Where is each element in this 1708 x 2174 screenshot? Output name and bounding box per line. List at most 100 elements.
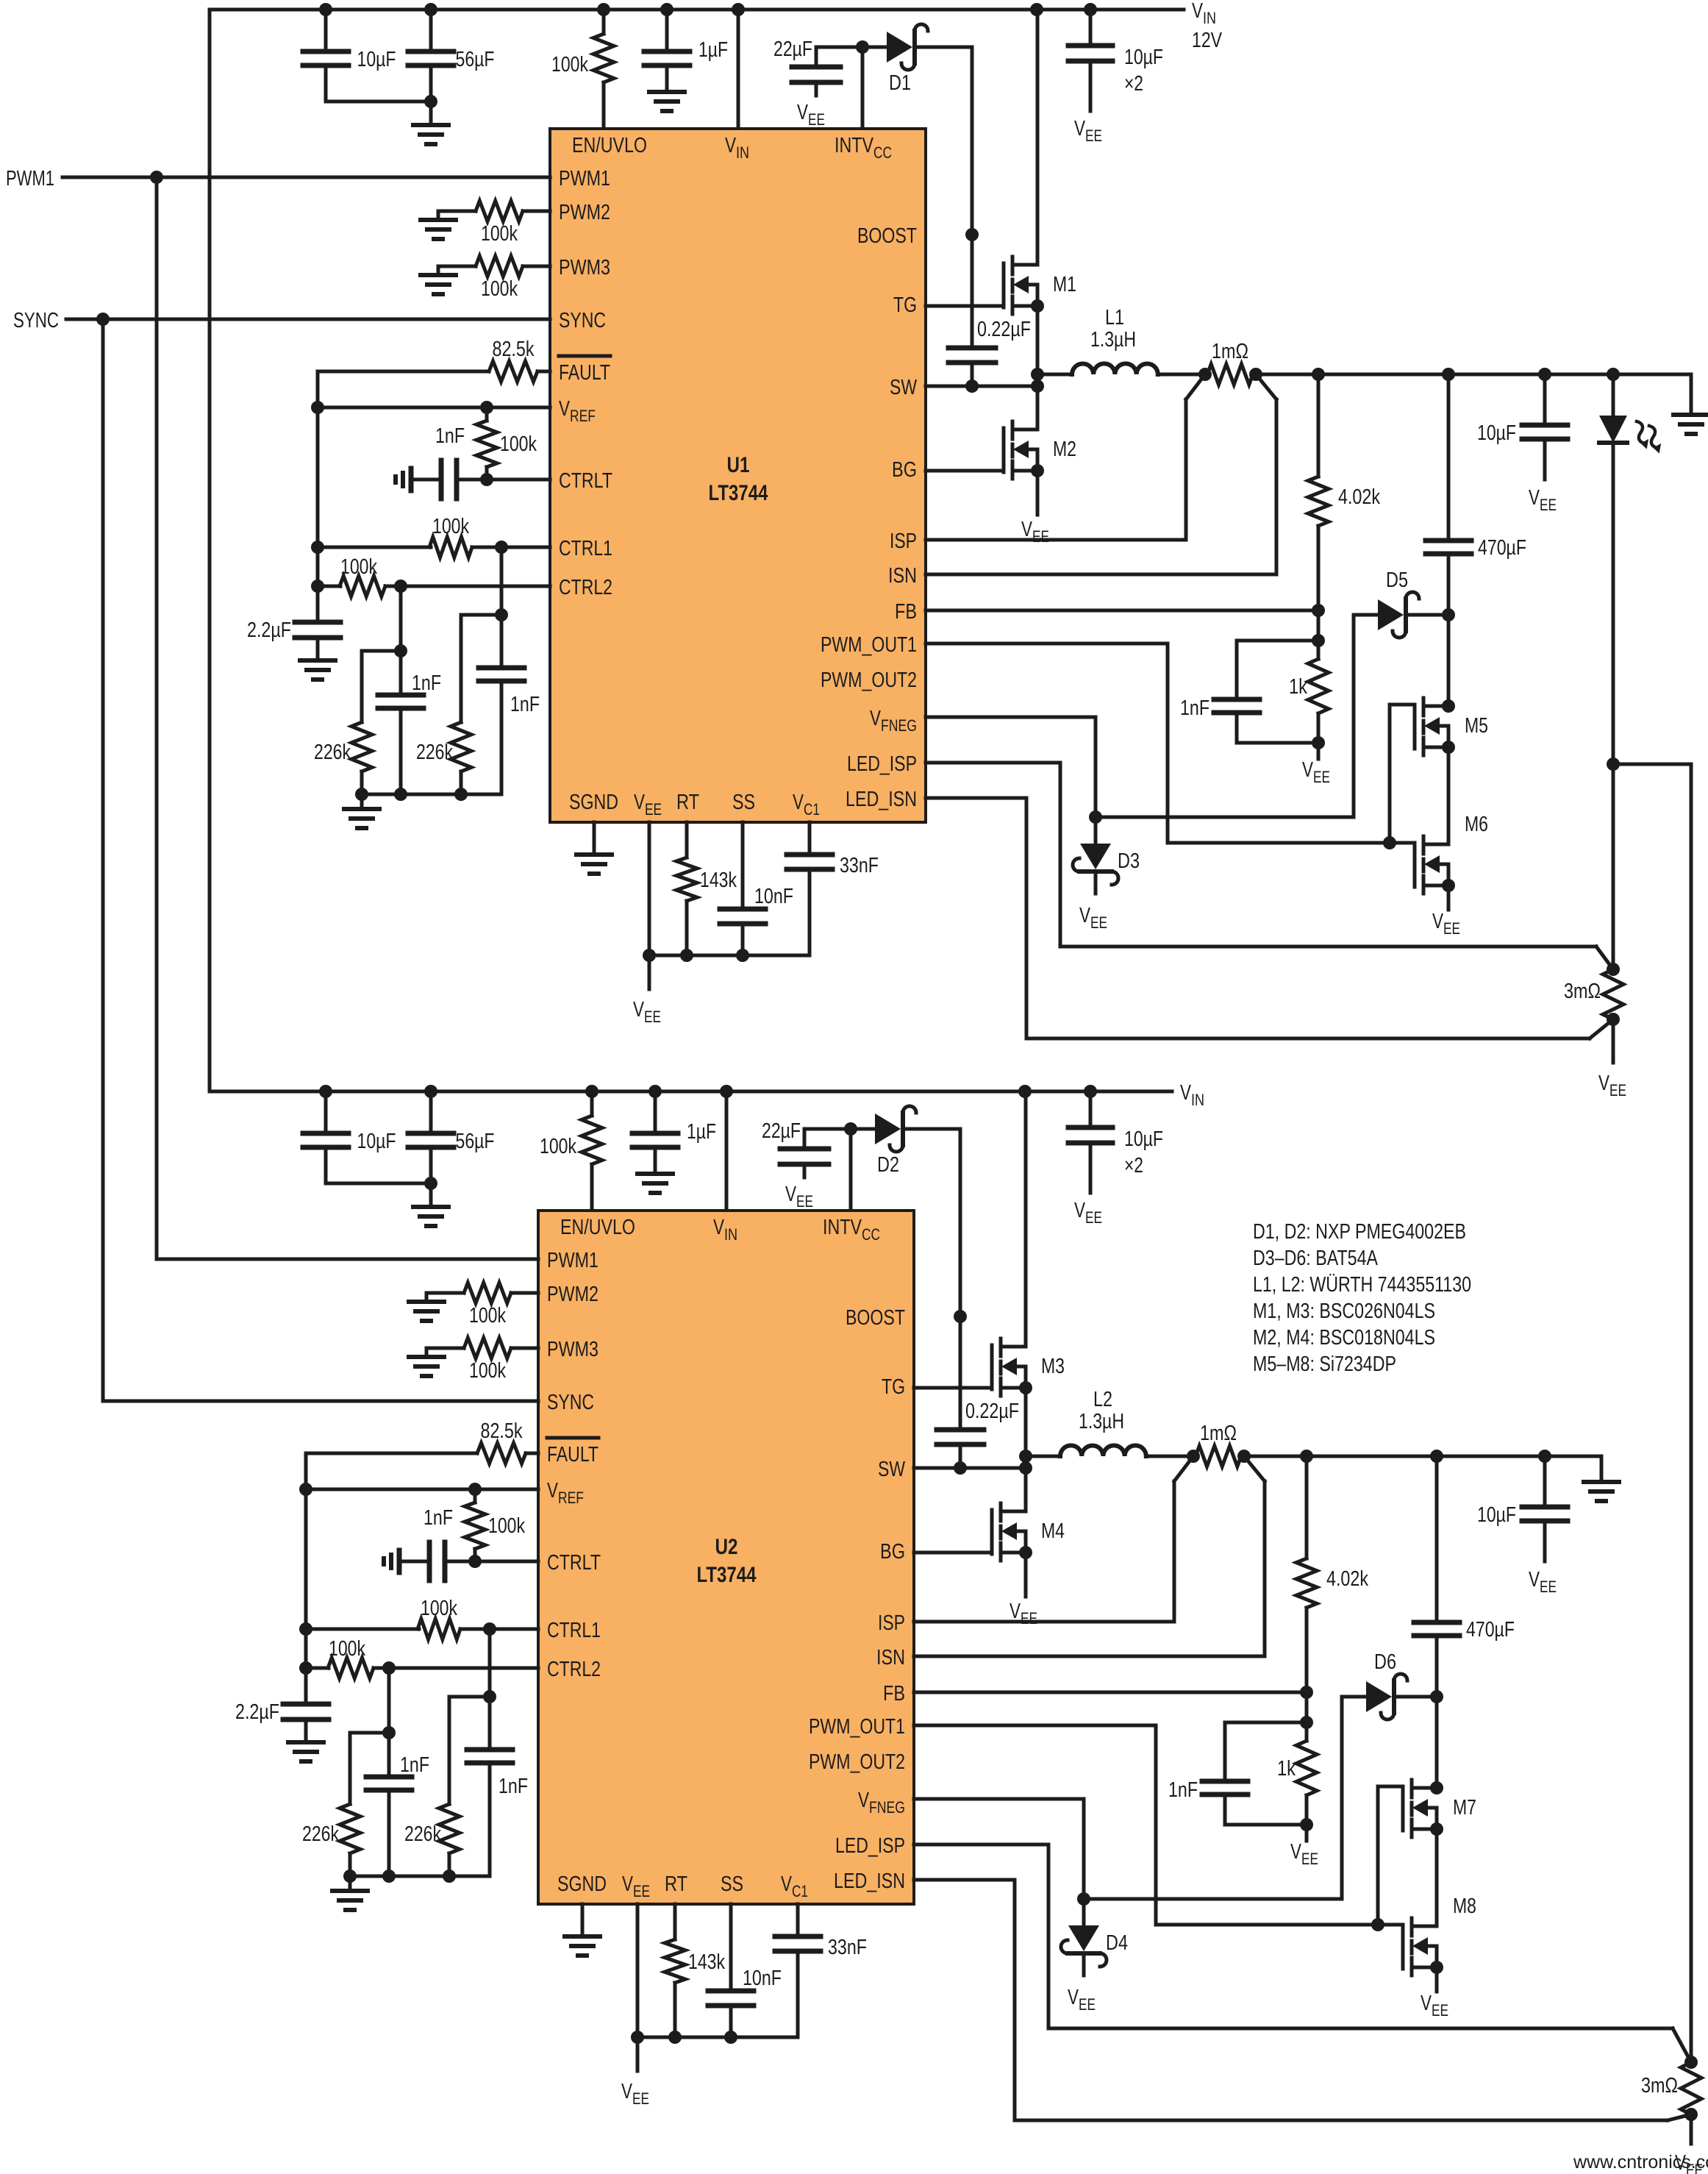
svg-text:100k: 100k	[340, 555, 377, 579]
svg-text:226k: 226k	[314, 741, 351, 764]
svg-text:SW: SW	[878, 1458, 905, 1481]
svg-text:VFNEG: VFNEG	[870, 707, 917, 735]
svg-text:L2: L2	[1093, 1388, 1112, 1411]
svg-text:VEE: VEE	[1529, 486, 1557, 514]
svg-text:SYNC: SYNC	[547, 1391, 594, 1414]
svg-text:3mΩ: 3mΩ	[1641, 2074, 1678, 2098]
svg-text:1µF: 1µF	[687, 1120, 716, 1144]
svg-text:PWM3: PWM3	[547, 1338, 598, 1361]
svg-text:12V: 12V	[1192, 29, 1223, 52]
svg-text:M1: M1	[1053, 273, 1076, 296]
svg-text:VREF: VREF	[547, 1479, 584, 1507]
svg-text:1nF: 1nF	[499, 1775, 528, 1798]
svg-text:M5: M5	[1465, 714, 1488, 738]
svg-text:PWM3: PWM3	[559, 256, 610, 279]
svg-text:ISN: ISN	[876, 1646, 905, 1669]
svg-text:100k: 100k	[421, 1597, 457, 1620]
svg-text:1mΩ: 1mΩ	[1212, 340, 1248, 363]
svg-text:100k: 100k	[500, 432, 537, 456]
svg-text:100k: 100k	[488, 1514, 525, 1538]
svg-text:100k: 100k	[481, 222, 518, 246]
svg-text:LED_ISP: LED_ISP	[847, 752, 917, 776]
svg-text:CTRLT: CTRLT	[559, 469, 612, 493]
svg-text:PWM2: PWM2	[547, 1283, 598, 1306]
svg-text:33nF: 33nF	[828, 1936, 867, 1959]
svg-text:226k: 226k	[416, 741, 453, 764]
svg-text:D4: D4	[1106, 1931, 1128, 1955]
svg-text:VEE: VEE	[1598, 1072, 1626, 1100]
svg-text:D1, D2: NXP PMEG4002EB: D1, D2: NXP PMEG4002EB	[1253, 1220, 1466, 1244]
svg-text:EN/UVLO: EN/UVLO	[560, 1216, 635, 1239]
svg-text:VEE: VEE	[1074, 1199, 1102, 1227]
svg-text:M4: M4	[1041, 1519, 1065, 1543]
svg-text:D2: D2	[877, 1153, 899, 1177]
svg-text:470µF: 470µF	[1478, 536, 1526, 560]
svg-text:LED_ISN: LED_ISN	[834, 1870, 905, 1893]
svg-text:22µF: 22µF	[773, 38, 812, 61]
svg-text:1k: 1k	[1277, 1757, 1296, 1781]
svg-text:www.cntronics.com: www.cntronics.com	[1573, 2152, 1708, 2173]
svg-text:143k: 143k	[688, 1950, 725, 1974]
svg-text:100k: 100k	[540, 1135, 576, 1158]
svg-text:BOOST: BOOST	[846, 1306, 905, 1330]
svg-text:10µF: 10µF	[357, 48, 396, 71]
svg-text:FB: FB	[895, 600, 917, 624]
svg-text:VEE: VEE	[1432, 910, 1460, 938]
svg-text:CTRL1: CTRL1	[559, 537, 612, 560]
svg-text:M1, M3: BSC026N04LS: M1, M3: BSC026N04LS	[1253, 1300, 1435, 1323]
svg-text:10nF: 10nF	[743, 1967, 782, 1990]
svg-text:1nF: 1nF	[1180, 696, 1209, 720]
svg-text:22µF: 22µF	[762, 1119, 801, 1143]
svg-text:VC1: VC1	[781, 1872, 808, 1900]
svg-text:1nF: 1nF	[412, 671, 441, 695]
svg-text:RT: RT	[676, 791, 699, 814]
svg-text:10µF: 10µF	[1124, 46, 1163, 69]
svg-text:VEE: VEE	[1302, 758, 1330, 786]
svg-text:D3: D3	[1118, 849, 1140, 873]
svg-text:BOOST: BOOST	[857, 224, 917, 248]
svg-text:PWM_OUT2: PWM_OUT2	[821, 669, 917, 692]
svg-text:SYNC: SYNC	[13, 309, 59, 332]
svg-text:56µF: 56µF	[456, 48, 495, 71]
svg-text:VREF: VREF	[559, 397, 596, 425]
svg-text:VC1: VC1	[793, 791, 820, 819]
svg-text:LED_ISP: LED_ISP	[835, 1834, 905, 1858]
svg-text:100k: 100k	[551, 53, 588, 76]
svg-text:M3: M3	[1041, 1355, 1065, 1378]
svg-text:FAULT: FAULT	[559, 361, 610, 385]
svg-text:VEE: VEE	[622, 1872, 650, 1900]
svg-text:PWM1: PWM1	[559, 167, 610, 190]
svg-text:VEE: VEE	[797, 101, 825, 129]
svg-text:1nF: 1nF	[435, 424, 465, 448]
svg-text:10µF: 10µF	[1477, 1503, 1516, 1527]
svg-text:VEE: VEE	[633, 998, 661, 1026]
svg-text:M5–M8: Si7234DP: M5–M8: Si7234DP	[1253, 1352, 1396, 1376]
svg-text:VEE: VEE	[1675, 2151, 1703, 2174]
svg-text:33nF: 33nF	[840, 854, 879, 877]
svg-text:143k: 143k	[700, 869, 737, 892]
svg-text:FAULT: FAULT	[547, 1443, 598, 1466]
svg-text:1µF: 1µF	[698, 38, 728, 62]
svg-text:RT: RT	[665, 1872, 687, 1896]
svg-text:L1: L1	[1105, 306, 1124, 329]
svg-text:VIN: VIN	[725, 134, 749, 162]
svg-text:1nF: 1nF	[1168, 1778, 1198, 1802]
svg-text:100k: 100k	[432, 515, 469, 538]
svg-text:LED_ISN: LED_ISN	[846, 788, 917, 811]
svg-text:4.02k: 4.02k	[1326, 1567, 1368, 1591]
svg-text:100k: 100k	[329, 1637, 365, 1661]
svg-text:4.02k: 4.02k	[1338, 485, 1380, 509]
svg-text:BG: BG	[892, 458, 917, 482]
svg-text:INTVCC: INTVCC	[835, 134, 892, 162]
svg-text:1nF: 1nF	[510, 693, 540, 716]
svg-text:1.3µH: 1.3µH	[1090, 328, 1136, 352]
svg-text:PWM_OUT1: PWM_OUT1	[821, 633, 917, 657]
svg-text:FB: FB	[883, 1682, 905, 1706]
svg-text:M8: M8	[1453, 1895, 1476, 1918]
svg-text:ISP: ISP	[890, 530, 917, 553]
svg-text:PWM2: PWM2	[559, 201, 610, 224]
svg-text:SW: SW	[890, 376, 917, 399]
svg-text:470µF: 470µF	[1466, 1618, 1515, 1642]
svg-text:PWM_OUT1: PWM_OUT1	[809, 1715, 905, 1739]
svg-text:D6: D6	[1374, 1650, 1396, 1674]
